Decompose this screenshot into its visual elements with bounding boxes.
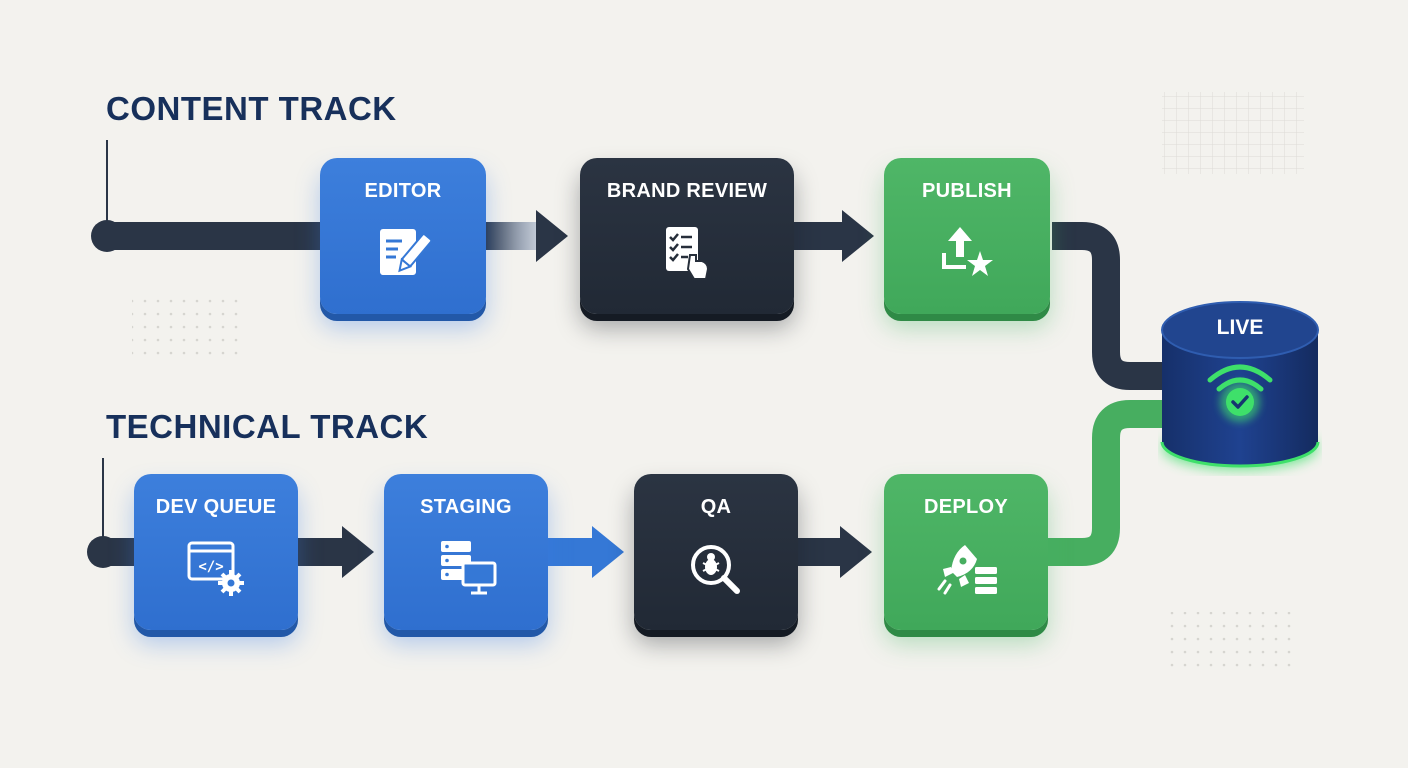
node-staging[interactable]: STAGING (384, 474, 548, 630)
node-qa-label: QA (700, 496, 732, 518)
qa-to-deploy-arrow (840, 526, 872, 578)
live-cylinder (1160, 301, 1320, 470)
background-grid (1162, 92, 1304, 174)
technical-track-title: TECHNICAL TRACK (106, 408, 429, 445)
content-track-title: CONTENT TRACK (106, 90, 397, 127)
node-deploy-label: DEPLOY (923, 496, 1009, 518)
node-editor[interactable]: EDITOR (320, 158, 486, 314)
staging-to-qa-line (548, 538, 598, 566)
bug-magnifier-icon (691, 545, 740, 594)
publish-to-live-connector (1052, 222, 1175, 390)
code-window-gear-icon: </> (187, 541, 244, 596)
background-dots-left (132, 290, 244, 360)
svg-text:</>: </> (198, 559, 223, 575)
node-qa[interactable]: QA (634, 474, 798, 630)
staging-to-qa-arrow (592, 526, 624, 578)
wifi-check-icon (1207, 364, 1273, 422)
rocket-server-icon (937, 545, 997, 595)
brand-to-publish-arrow (842, 210, 874, 262)
node-brand-review[interactable]: BRAND REVIEW (580, 158, 794, 314)
node-dev-queue-label: DEV QUEUE (155, 496, 277, 518)
node-staging-label: STAGING (420, 496, 512, 518)
node-publish-label: PUBLISH (922, 180, 1012, 202)
editor-to-brand-line (486, 222, 542, 250)
deploy-to-live-connector (1046, 400, 1175, 566)
editor-to-brand-arrow (536, 210, 568, 262)
content-track-start-line (107, 222, 321, 250)
edit-document-icon (380, 229, 433, 275)
node-brand-review-label: BRAND REVIEW (606, 180, 768, 202)
checklist-hand-icon (666, 227, 710, 280)
node-dev-queue[interactable]: DEV QUEUE </> (134, 474, 298, 630)
node-publish[interactable]: PUBLISH (884, 158, 1050, 314)
live-label: LIVE (1216, 316, 1264, 339)
devqueue-to-staging-line (296, 538, 348, 566)
brand-to-publish-line (794, 222, 848, 250)
devqueue-to-staging-arrow (342, 526, 374, 578)
upload-star-icon (942, 227, 993, 276)
node-deploy[interactable]: DEPLOY (884, 474, 1048, 630)
node-editor-label: EDITOR (364, 180, 442, 202)
technical-track-start-line (103, 538, 137, 566)
live-endpoint[interactable]: LIVE (1158, 296, 1322, 476)
qa-to-deploy-line (798, 538, 846, 566)
server-monitor-icon (441, 541, 497, 595)
background-dots-right (1168, 612, 1298, 676)
